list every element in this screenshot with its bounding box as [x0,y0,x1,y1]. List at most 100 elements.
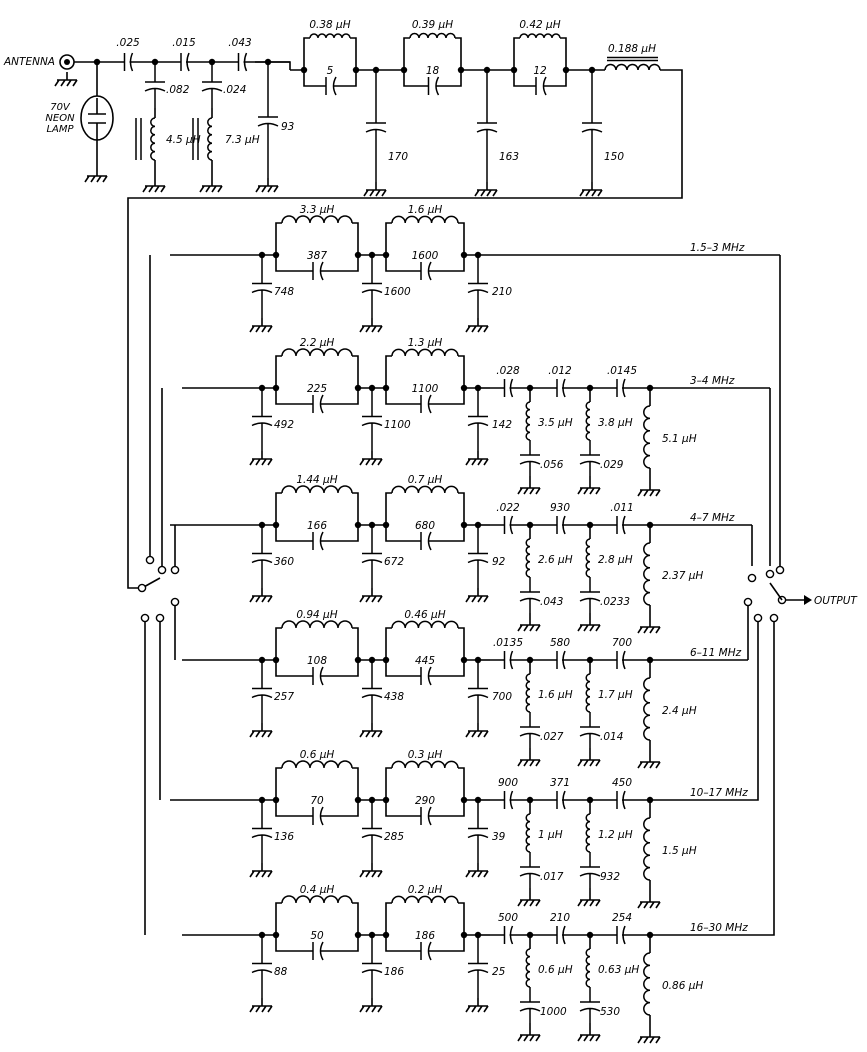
trap-capacitor-label: 387 [307,250,327,262]
band-shunt-cap-3 [467,800,489,863]
hp-shunt-cap [579,852,601,888]
parallel-trap [372,627,478,686]
inductor-label: 0.6 µH [538,964,573,976]
hp-shunt-cap [519,852,541,888]
hp-series-cap-3 [605,378,635,398]
trap-inductor-label: 0.2 µH [408,884,443,896]
wire [768,622,775,936]
ground-symbol [249,451,273,466]
ground-symbol [465,998,489,1013]
band-shunt-cap-1 [251,800,273,863]
ground-symbol [577,1027,601,1042]
trap-inductor-label: 0.3 µH [408,749,443,761]
ground-symbol [359,451,383,466]
ground-symbol [142,178,166,193]
cap-label: .043 [228,37,251,49]
band-label-3: 4–7 MHz [690,512,735,524]
input-switch-pivot [137,583,147,593]
parallel-trap [500,37,580,96]
wire [255,61,291,70]
parallel-trap [372,767,478,826]
trap-inductor [281,348,353,357]
output-arrow-icon [804,595,812,605]
parallel-trap [262,355,372,414]
cap-label: 142 [492,419,512,431]
cap-label: .027 [540,731,564,743]
hp-shunt-inductor [525,401,531,441]
ground-symbol [465,863,489,878]
trap-inductor [391,348,459,357]
cap-label: 210 [550,912,570,924]
cap-015 [170,52,198,72]
cap-label: 1600 [384,286,411,298]
hp-shunt-cap [519,440,541,476]
hp-series-cap-2 [545,378,575,398]
ground-symbol [249,863,273,878]
cap-label: 93 [281,121,294,133]
inductor-label: 4.5 µH [166,134,201,146]
trap-capacitor-label: 680 [415,520,435,532]
ground-symbol [465,451,489,466]
hp-end-inductor [643,405,651,469]
hp-series-cap-3 [605,790,635,810]
cap-label: 672 [384,556,404,568]
hp-series-cap-3 [605,925,635,945]
output-label: OUTPUT [814,595,858,607]
ground-symbol [249,723,273,738]
cap-label: .017 [540,871,564,883]
ground-symbol [637,1029,661,1044]
trap-inductor-label: 0.38 µH [309,19,350,31]
band-label-4: 6–11 MHz [690,647,742,659]
ground-symbol [474,182,498,197]
trap-inductor [391,760,459,769]
inductor-core [135,118,142,160]
trap-inductor-label: 0.46 µH [404,609,445,621]
trap-capacitor-label: 166 [307,520,327,532]
shunt-cap-024 [201,62,223,108]
switch-contact [155,613,165,623]
wire [752,622,759,801]
cap-label: 932 [600,871,620,883]
output-switch-wiper [769,582,804,601]
trap-inductor-label: 3.3 µH [300,204,335,216]
cap-label: .028 [496,365,520,377]
ground-symbol [637,894,661,909]
cap-label: 39 [492,831,506,843]
cap-label: 492 [274,419,294,431]
cap-label: 930 [550,502,570,514]
cap-label: .082 [166,84,190,96]
hp-series-cap-2 [545,925,575,945]
hp-end-inductor [643,542,651,606]
cap-label: .0135 [493,637,523,649]
trap-capacitor-label: 5 [327,65,334,77]
trap-inductor [391,895,459,904]
band-shunt-cap-1 [251,388,273,451]
cap-label: 285 [384,831,404,843]
inductor-label: 1 µH [538,829,563,841]
cap-label: .029 [600,459,624,471]
cap-label: 748 [274,286,294,298]
trap-inductor-label: 0.6 µH [300,749,335,761]
trap-inductor [281,215,353,224]
hp-end-inductor [643,817,651,881]
cap-label: 25 [492,966,506,978]
ground-symbol [249,998,273,1013]
parallel-trap [262,767,372,826]
trap-capacitor-label: 18 [426,65,440,77]
inductor-label: 2.37 µH [662,570,703,582]
cap-label: 360 [274,556,294,568]
cap-label: 186 [384,966,404,978]
trap-capacitor-label: 225 [307,383,327,395]
antenna-jack-center [64,59,70,65]
hp-series-cap-1 [490,378,525,398]
cap-label: .012 [548,365,572,377]
inductor-label: 0.63 µH [598,964,639,976]
cap-label: .0233 [600,596,630,608]
lamp-label-2: NEON [45,113,75,124]
trap-inductor [281,895,353,904]
inductor-label: 2.4 µH [662,705,697,717]
trap-inductor [391,620,459,629]
hp-shunt-inductor [585,401,591,441]
trap-inductor [309,33,351,39]
parallel-trap [262,222,372,281]
